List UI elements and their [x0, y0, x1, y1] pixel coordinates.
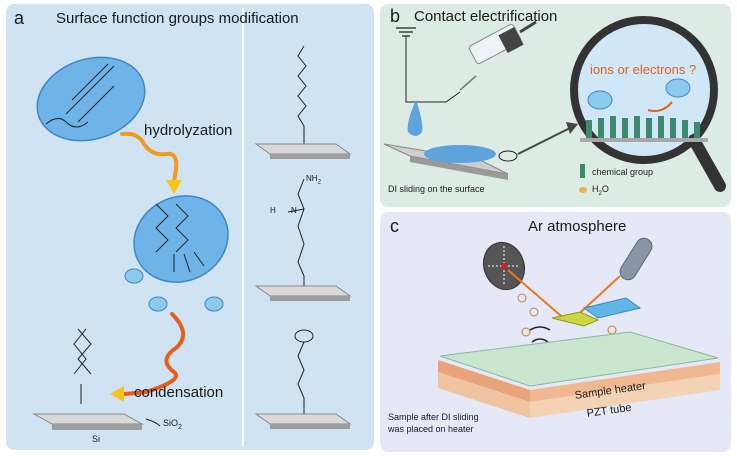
- water-label: H2O: [592, 184, 609, 197]
- zoom-spot: [498, 150, 518, 162]
- epoxy-chain-surface: [254, 329, 352, 429]
- syringe-icon: [459, 20, 537, 91]
- panel-c-caption-line2: was placed on heater: [388, 424, 474, 434]
- amine-label: NH2: [306, 174, 321, 186]
- panel-b-contact-electrification: b Contact electrification DI sliding on …: [380, 4, 731, 207]
- grafted-chain-bottom: [32, 328, 161, 430]
- panel-b-title: Contact electrification: [414, 8, 558, 25]
- wire: [405, 36, 461, 103]
- amine-chain-surface: [254, 178, 352, 301]
- panel-c-letter: c: [390, 216, 399, 236]
- panel-a-title: Surface function groups modification: [56, 10, 299, 27]
- panel-b-letter: b: [390, 6, 401, 26]
- panel-b-illustration: [383, 16, 726, 193]
- hydrolyzation-arrow: [120, 131, 179, 184]
- panel-c-caption-line1: Sample after DI sliding: [388, 412, 479, 422]
- detector-disc-icon: [482, 241, 526, 291]
- water-legend-icon: [579, 187, 587, 193]
- water-droplet: [407, 100, 423, 136]
- chemical-group-label: chemical group: [592, 167, 654, 177]
- h-label: H: [270, 206, 276, 215]
- cantilever-holder: [582, 297, 642, 319]
- panel-a-letter: a: [14, 8, 25, 28]
- sliding-droplet: [424, 145, 496, 163]
- sio2-label: SiO2: [163, 418, 182, 431]
- hydrolyzation-label: hydrolyzation: [144, 122, 233, 139]
- condensation-arrowhead: [110, 386, 124, 402]
- hydrolyzation-arrowhead: [166, 180, 182, 194]
- n-label: N: [291, 206, 297, 215]
- panel-b-caption: DI sliding on the surface: [388, 184, 485, 194]
- water-molecules: [124, 268, 224, 312]
- ions-or-electrons-question: ions or electrons ?: [590, 62, 697, 77]
- alkyl-chain-surface: [254, 45, 352, 159]
- panel-a-divider: [242, 8, 244, 446]
- magnifier-icon: [570, 16, 726, 192]
- panel-a-surface-modification: a Surface function groups modification h…: [6, 4, 374, 450]
- chemical-group-legend-icon: [580, 164, 585, 178]
- afm-tip: [551, 311, 600, 327]
- condensation-arrow: [122, 312, 185, 396]
- zoom-arrow: [517, 127, 571, 155]
- silane-molecule-blob-top: [36, 56, 146, 142]
- condensation-label: condensation: [134, 384, 224, 401]
- ground-icon: [396, 27, 416, 37]
- panel-a-illustration: [32, 45, 352, 430]
- silane-molecule-blob-middle: [133, 195, 229, 283]
- sample-stack: [438, 331, 720, 418]
- si-label: Si: [92, 434, 101, 444]
- panel-c-illustration: [438, 237, 720, 418]
- panel-c-title: Ar atmosphere: [528, 218, 627, 235]
- reflected-beam: [507, 269, 569, 323]
- panel-c-ar-atmosphere: c Ar atmosphere Sample heater PZT tube S…: [380, 212, 731, 452]
- laser-source-icon: [619, 237, 653, 281]
